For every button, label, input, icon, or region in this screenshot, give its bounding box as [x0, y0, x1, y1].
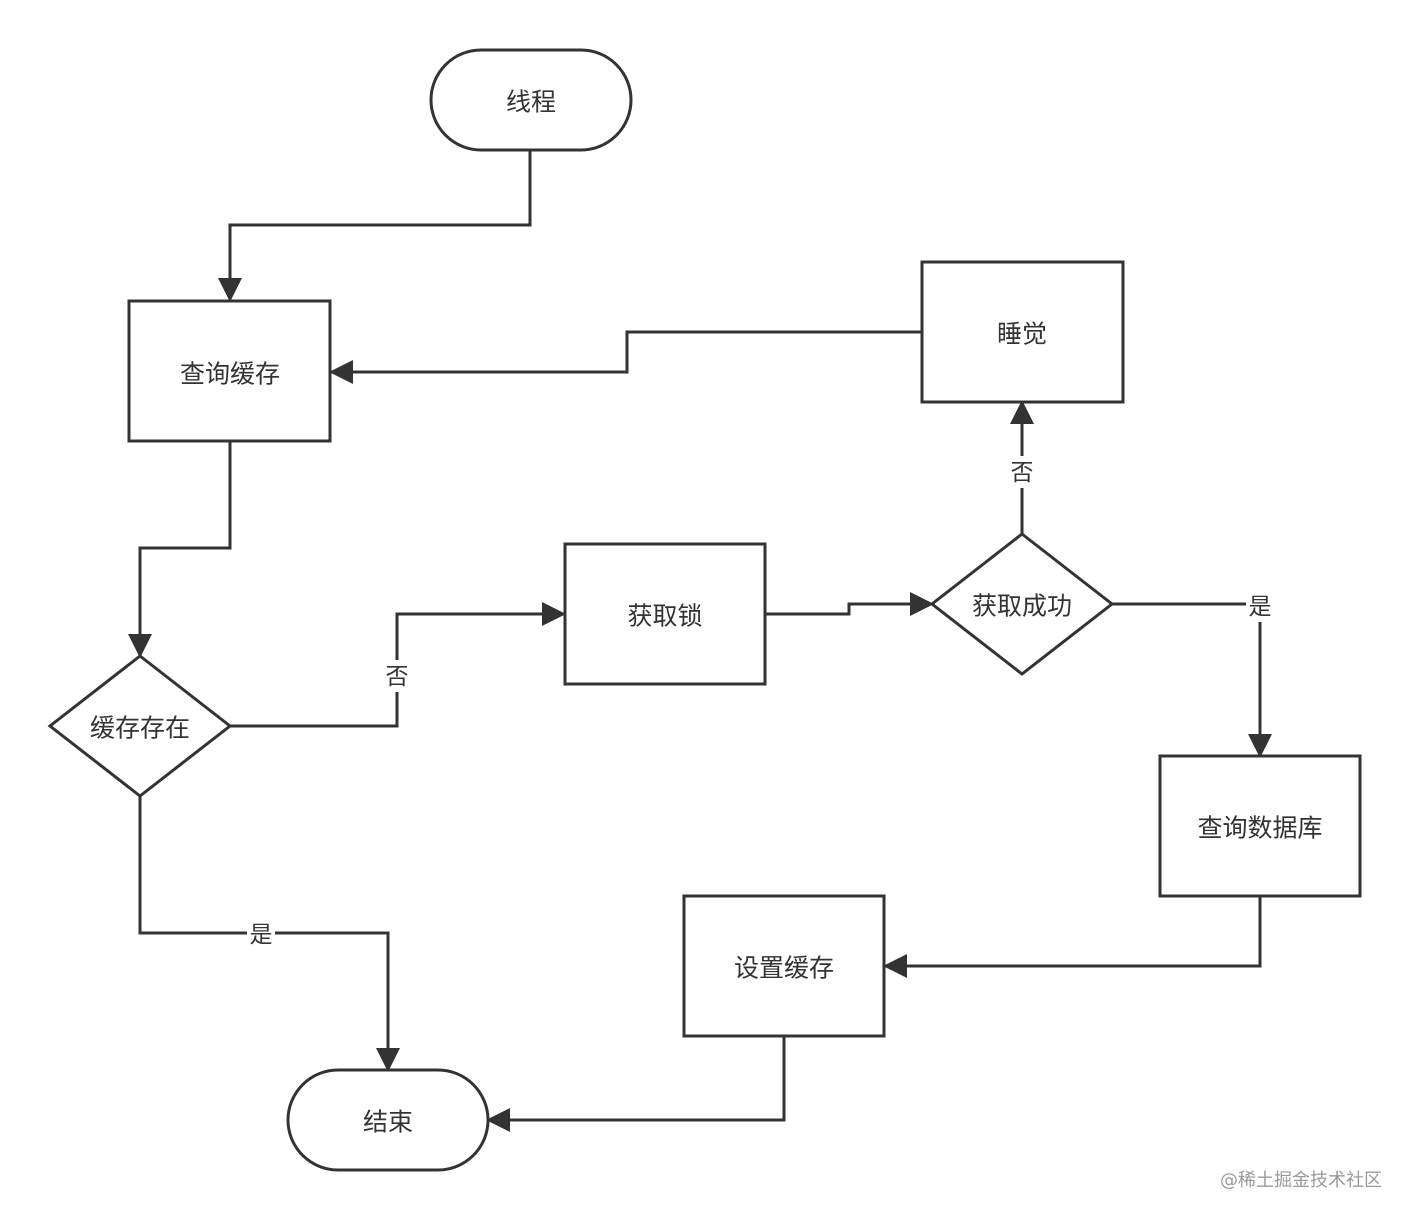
node-thread: 线程	[429, 48, 633, 152]
node-set-cache: 设置缓存	[682, 894, 886, 1038]
edge-label-cache-exists-yes: 是	[247, 920, 275, 948]
svg-text:是: 是	[250, 922, 273, 948]
svg-text:是: 是	[1249, 594, 1272, 620]
svg-text:否: 否	[1011, 460, 1034, 486]
edge-set-cache-to-end	[486, 1036, 786, 1132]
edge-acquire-success-yes-to-query-db	[1112, 602, 1272, 758]
edge-query-db-to-set-cache	[883, 896, 1262, 978]
edge-thread-to-query-cache	[218, 150, 532, 302]
node-sleep-label: 睡觉	[997, 320, 1047, 349]
node-query-db: 查询数据库	[1158, 754, 1362, 898]
node-cache-exists: 缓存存在	[47, 654, 233, 798]
edge-query-cache-to-cache-exists	[128, 442, 232, 658]
node-acquire-success: 获取成功	[929, 532, 1115, 676]
node-end: 结束	[286, 1068, 490, 1172]
node-thread-label: 线程	[506, 88, 556, 117]
watermark: @稀土掘金技术社区	[1220, 1170, 1382, 1191]
node-acquire-lock-label: 获取锁	[627, 602, 702, 631]
edge-label-acquire-success-no: 否	[1008, 456, 1036, 488]
node-acquire-success-label: 获取成功	[972, 592, 1072, 621]
node-end-label: 结束	[363, 1108, 413, 1137]
edge-label-cache-exists-no: 否	[384, 660, 410, 692]
svg-text:否: 否	[386, 664, 409, 690]
edge-label-acquire-success-yes: 是	[1246, 592, 1274, 622]
node-cache-exists-label: 缓存存在	[90, 714, 190, 743]
node-set-cache-label: 设置缓存	[734, 954, 834, 983]
node-query-cache-label: 查询缓存	[180, 360, 280, 389]
node-acquire-lock: 获取锁	[563, 542, 767, 686]
edge-sleep-to-query-cache	[329, 330, 922, 384]
edge-acquire-lock-to-acquire-success	[765, 592, 934, 616]
node-sleep: 睡觉	[920, 260, 1125, 404]
node-query-cache: 查询缓存	[127, 299, 332, 443]
node-query-db-label: 查询数据库	[1197, 814, 1322, 843]
